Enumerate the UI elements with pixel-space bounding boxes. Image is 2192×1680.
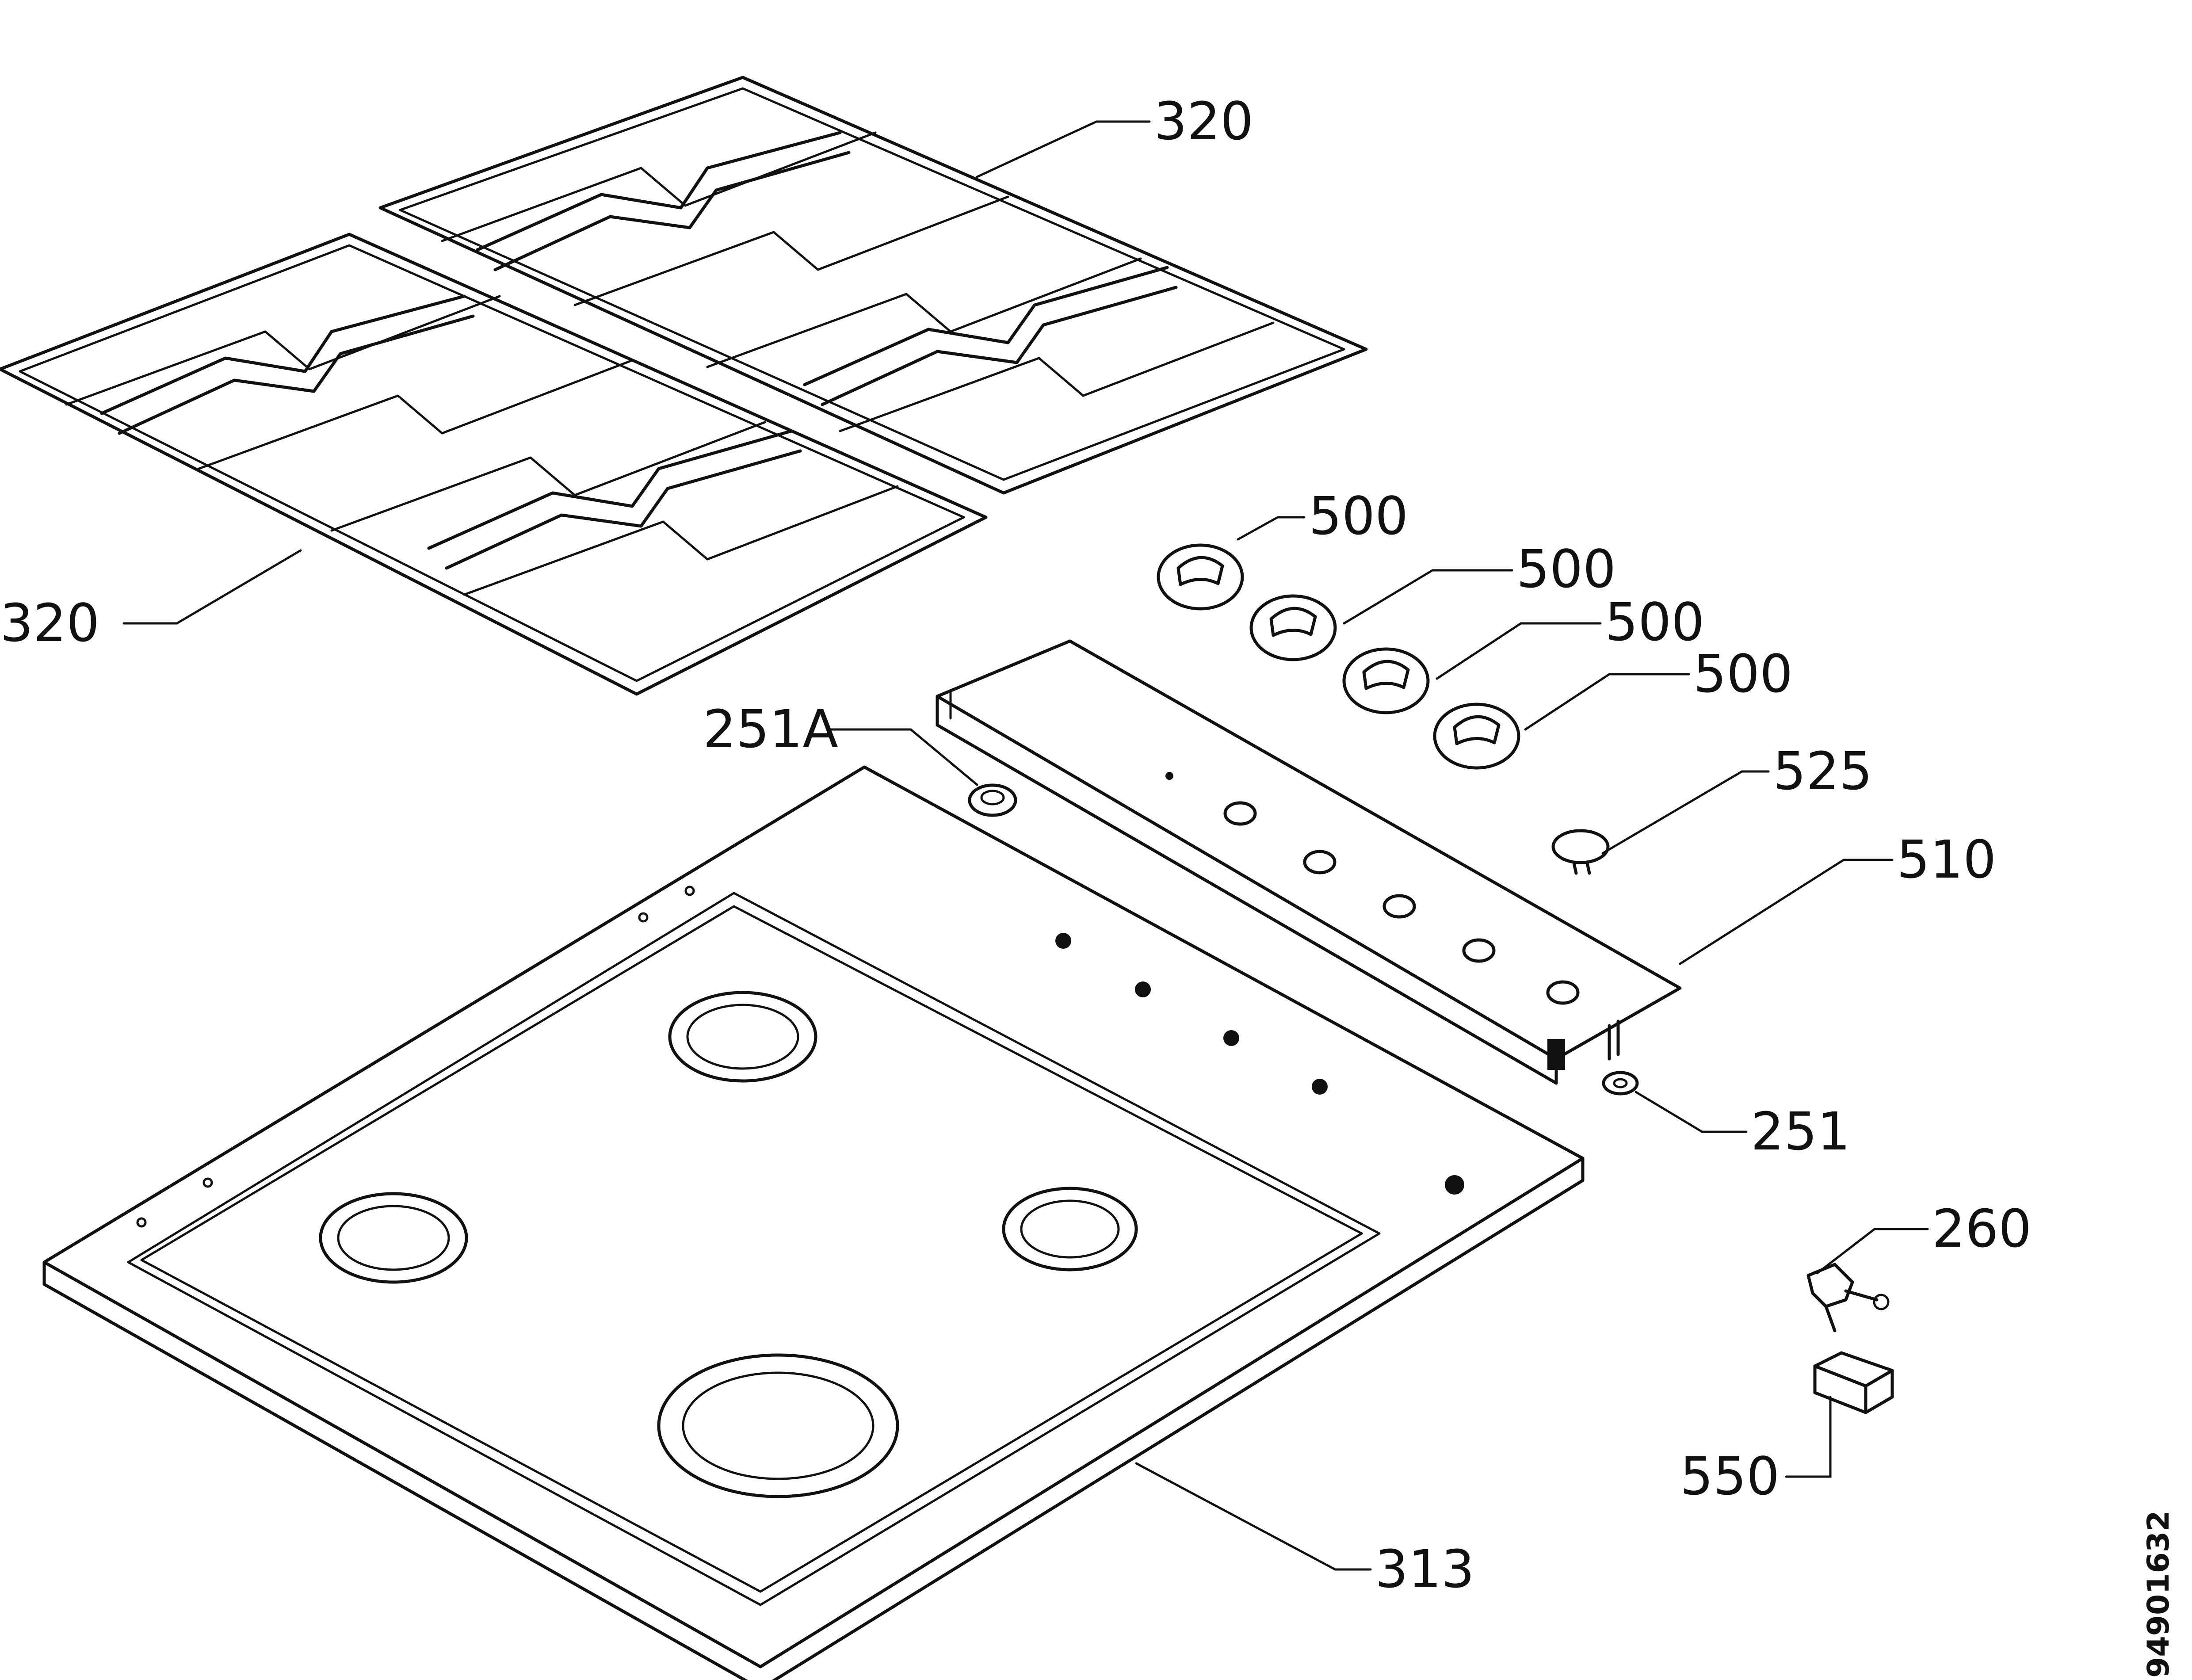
ignition-part-260 xyxy=(1806,1263,1890,1333)
label-hob-313: 313 xyxy=(1375,1539,1474,1600)
label-part-260: 260 xyxy=(1932,1198,2032,1259)
drawing-code: 94901632 xyxy=(2141,1510,2176,1678)
pan-support-grate-left xyxy=(0,233,988,696)
part-labels: 320 320 500 500 500 500 251A 525 510 251… xyxy=(0,91,2176,1678)
pan-support-grate-right xyxy=(378,76,1368,495)
label-part-550: 550 xyxy=(1680,1446,1780,1507)
label-knob-1: 500 xyxy=(1309,485,1408,546)
control-knob-1 xyxy=(1157,543,1244,611)
control-knob-3 xyxy=(1342,647,1430,714)
control-knob-2 xyxy=(1249,594,1337,661)
label-knob-3: 500 xyxy=(1605,592,1704,653)
label-panel-510: 510 xyxy=(1897,829,1996,890)
label-washer-251: 251 xyxy=(1751,1101,1850,1162)
leader-lines xyxy=(122,120,1929,1571)
label-knob-4: 500 xyxy=(1693,643,1793,704)
label-grate-left: 320 xyxy=(0,592,99,653)
seal-bush xyxy=(968,783,1017,817)
ignition-push-button xyxy=(1551,829,1610,875)
control-knob-4 xyxy=(1433,703,1520,770)
control-panel-strip xyxy=(936,639,1682,1085)
label-seal-251a: 251A xyxy=(703,699,838,760)
washer xyxy=(1602,1071,1639,1096)
hob-top-plate xyxy=(42,765,1585,1680)
component-550 xyxy=(1813,1351,1894,1414)
label-knob-2: 500 xyxy=(1516,538,1616,599)
label-grate-right: 320 xyxy=(1154,91,1253,152)
label-button-525: 525 xyxy=(1773,741,1872,802)
